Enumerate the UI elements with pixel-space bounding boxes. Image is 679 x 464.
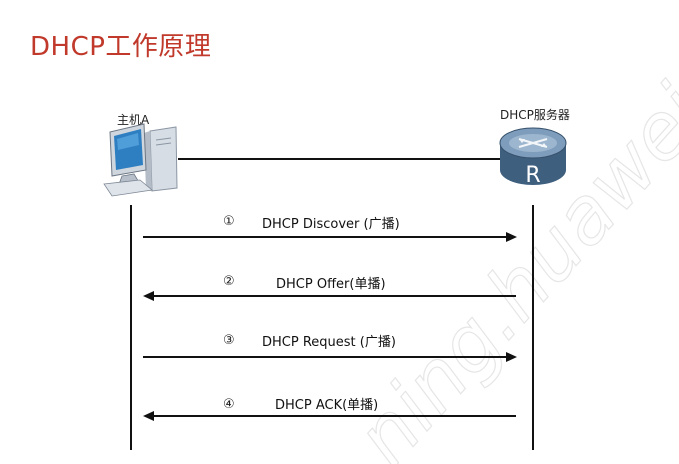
message-label-2: DHCP Offer(单播) [276, 277, 386, 292]
router-icon[interactable]: R [499, 127, 567, 188]
message-label-3: DHCP Request (广播) [262, 335, 396, 350]
message-number-3: ③ [223, 333, 235, 348]
desktop-computer-icon[interactable] [103, 123, 178, 197]
message-number-4: ④ [223, 397, 235, 412]
message-number-2: ② [223, 274, 235, 289]
message-arrow-3 [143, 352, 517, 362]
message-arrow-2 [143, 291, 516, 301]
message-label-4: DHCP ACK(单播) [275, 398, 379, 413]
message-number-1: ① [223, 214, 235, 229]
router-letter: R [525, 163, 540, 188]
message-label-1: DHCP Discover (广播) [262, 217, 400, 232]
message-arrow-1 [143, 232, 517, 242]
page-title: DHCP工作原理 [30, 32, 212, 62]
server-label: DHCP服务器 [500, 108, 570, 122]
watermark: ning.huawei [339, 69, 679, 464]
message-arrow-4 [143, 411, 516, 421]
client-label: 主机A [117, 113, 150, 127]
